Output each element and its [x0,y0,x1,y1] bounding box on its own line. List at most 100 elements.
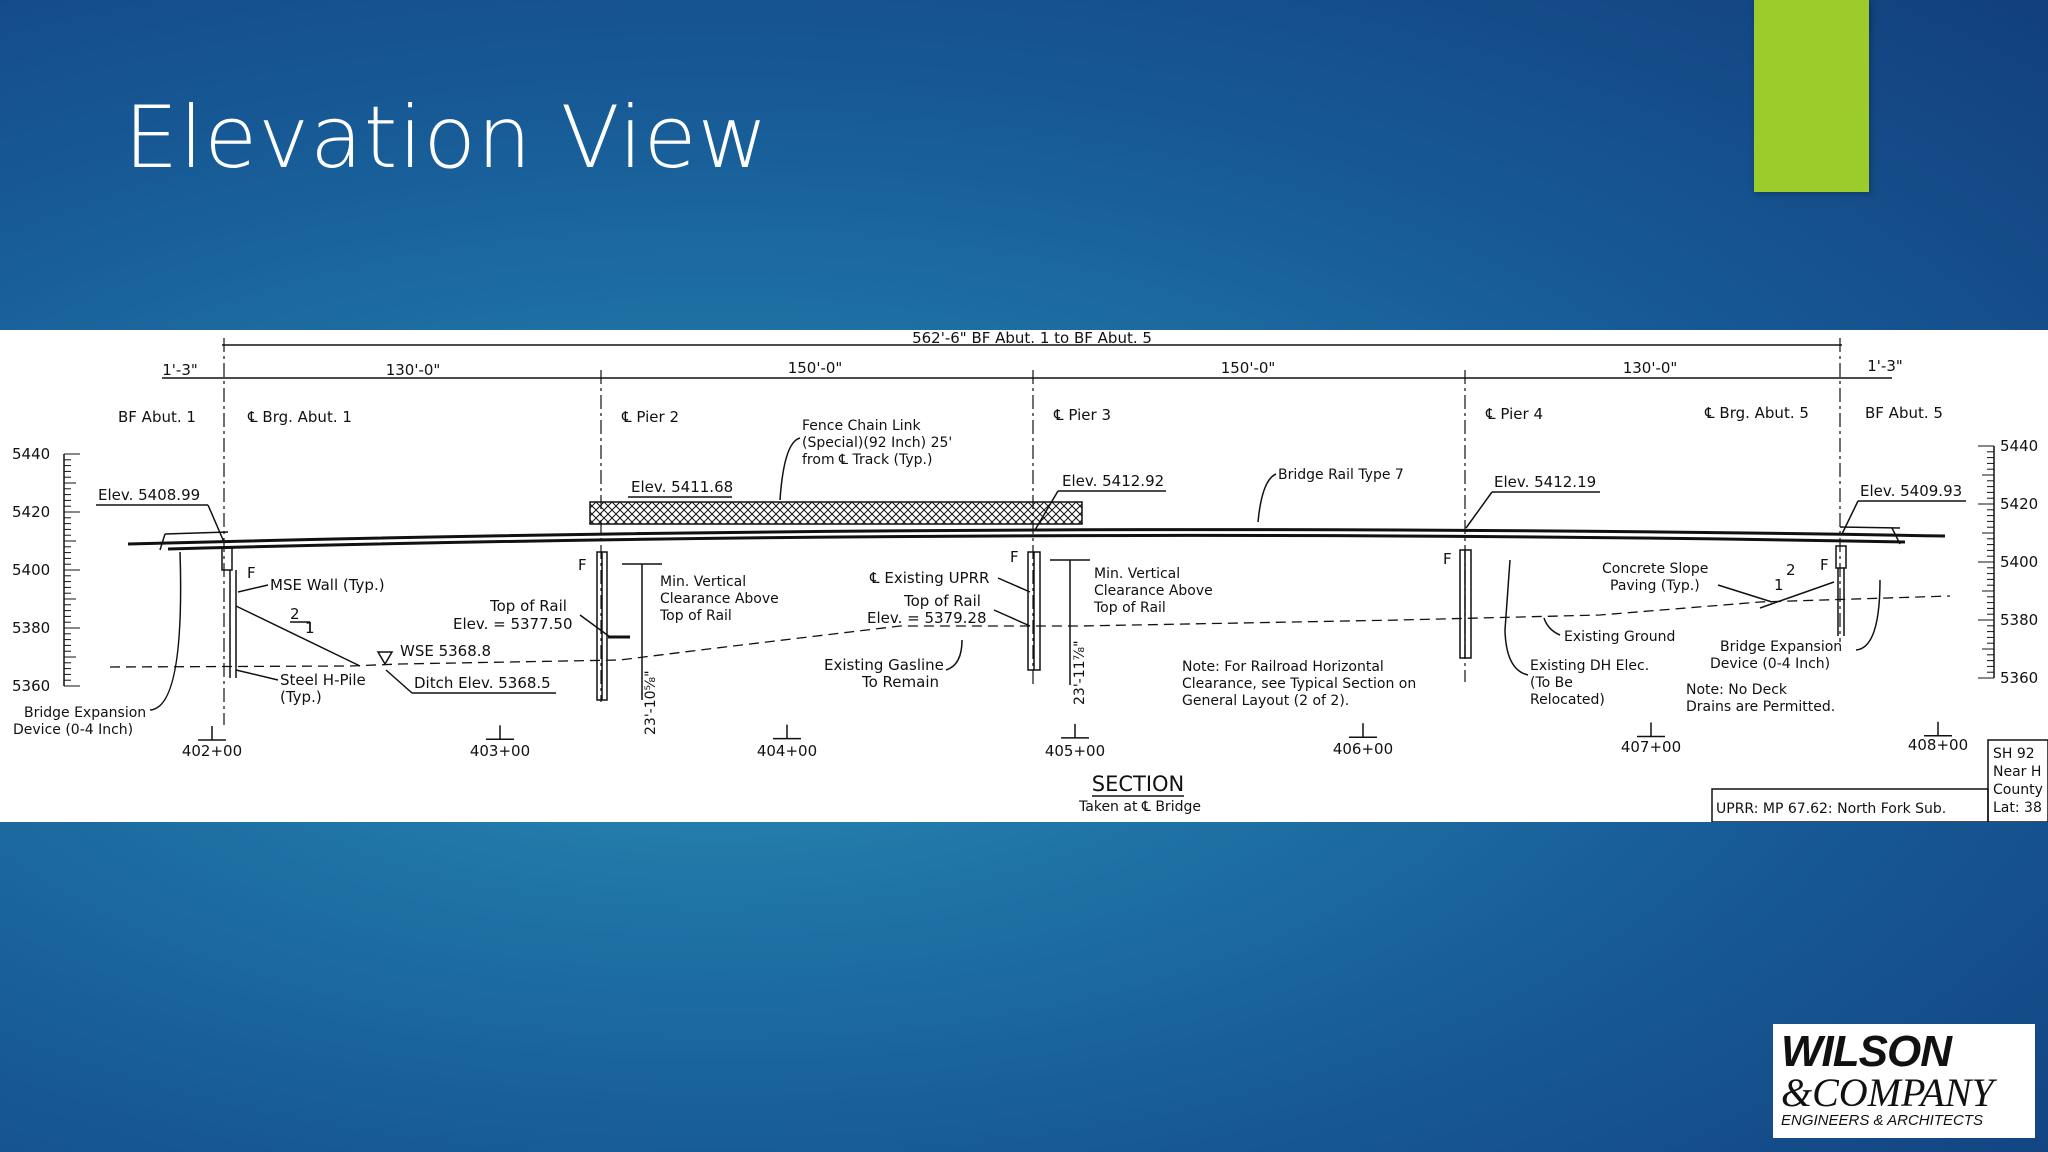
elevation-drawing-svg: 562'-6" BF Abut. 1 to BF Abut. 5 1'-3" 1… [12,330,2048,822]
uprr-label: ℄ Existing UPRR [869,569,989,587]
scale-right-5360: 5360 [2000,669,2038,687]
tor2-a: Top of Rail [903,592,981,610]
slope-v-left: 2 [290,605,300,623]
steel-b: (Typ.) [280,688,322,706]
rr-note-1: Note: For Railroad Horizontal [1182,659,1384,675]
minvc2-c: Top of Rail [1093,600,1166,616]
dh-leader [1504,559,1529,676]
wse-label: WSE 5368.8 [400,642,491,660]
station-402: 402+00 [182,742,242,760]
csp-b: Paving (Typ.) [1610,578,1700,594]
f-mark-3: F [1010,548,1019,566]
scale-left-5360: 5360 [12,677,50,695]
minvc1-a: Min. Vertical [660,574,746,590]
section-subtitle: Taken at ℄ Bridge [1078,799,1201,815]
station-404: 404+00 [757,742,817,760]
accent-bar [1754,0,1869,192]
bed-l-b: Device (0-4 Inch) [13,722,133,738]
nodeck-a: Note: No Deck [1686,682,1788,698]
section-title: SECTION [1092,772,1185,796]
label-bf-abut5: BF Abut. 5 [1865,404,1943,422]
elev-pier2: Elev. 5411.68 [631,478,733,496]
f-mark-5: F [1820,556,1829,574]
logo-line-1: WILSON [1781,1027,1952,1076]
abut1-cap [221,547,233,571]
dh-b: (To Be [1530,675,1573,691]
f-mark-4: F [1443,550,1452,568]
fence-note-2: (Special)(92 Inch) 25' [802,435,952,451]
minvc2-b: Clearance Above [1094,583,1213,599]
dh-c: Relocated) [1530,692,1605,708]
elev-abut1: Elev. 5408.99 [98,486,200,504]
abut5-cap [1835,545,1847,569]
dim-span1: 130'-0" [386,361,441,379]
title-block-1: SH 92 [1993,746,2035,762]
slide-title: Elevation View [124,88,769,188]
bridge-deck-top [127,528,1946,546]
tor2-b: Elev. = 5379.28 [867,609,987,627]
overall-dim-text: 562'-6" BF Abut. 1 to BF Abut. 5 [912,330,1152,347]
ditch-label: Ditch Elev. 5368.5 [414,674,551,692]
scale-right-5440: 5440 [2000,437,2038,455]
tor1-b: Elev. = 5377.50 [453,615,573,633]
dim-span3: 150'-0" [1221,359,1276,377]
title-block-2: Near H [1993,764,2041,780]
label-brg-abut1: ℄ Brg. Abut. 1 [247,408,352,426]
scale-left-5400: 5400 [12,561,50,579]
title-block-3: County [1993,782,2043,798]
fence-note-3: from ℄ Track (Typ.) [802,452,932,468]
company-logo: WILSON &COMPANY ENGINEERS & ARCHITECTS [1773,1024,2035,1138]
f-mark-1: F [247,564,256,582]
bed-r-a: Bridge Expansion [1720,639,1842,655]
logo-line-2: &COMPANY [1781,1070,1994,1115]
scale-right-5420: 5420 [2000,495,2038,513]
existing-ground-line [109,595,1951,668]
wse-symbol [376,651,394,666]
elev-abut5: Elev. 5409.93 [1860,482,1962,500]
bed-l-a: Bridge Expansion [24,705,146,721]
gas-a: Existing Gasline [824,656,944,674]
logo-line-3: ENGINEERS & ARCHITECTS [1781,1112,1983,1129]
label-pier2: ℄ Pier 2 [621,408,679,426]
minvc2-a: Min. Vertical [1094,566,1180,582]
scale-right-5380: 5380 [2000,611,2038,629]
gas-b: To Remain [861,673,939,691]
minvc1-c: Top of Rail [659,608,732,624]
label-pier4: ℄ Pier 4 [1485,405,1543,423]
label-pier3: ℄ Pier 3 [1053,406,1111,424]
nodeck-b: Drains are Permitted. [1686,699,1835,715]
rail-type-label: Bridge Rail Type 7 [1278,467,1404,483]
mse-label: MSE Wall (Typ.) [270,576,385,594]
fence-hatch [589,501,1083,525]
elevation-scale-left [63,453,80,687]
station-407: 407+00 [1621,738,1681,756]
label-brg-abut5: ℄ Brg. Abut. 5 [1704,404,1809,422]
scale-right-5400: 5400 [2000,553,2038,571]
dim-end-right: 1'-3" [1867,357,1903,375]
dim-end-left: 1'-3" [162,361,198,379]
dim-span2: 150'-0" [788,359,843,377]
title-block [1987,739,2048,822]
bed-r-b: Device (0-4 Inch) [1710,656,1830,672]
tor1-a: Top of Rail [489,597,567,615]
f-mark-2: F [578,556,587,574]
bridge-deck-bottom [167,533,1906,551]
station-406: 406+00 [1333,740,1393,758]
fence-note-1: Fence Chain Link [802,418,922,434]
title-block-4: Lat: 38 [1993,800,2042,816]
mse-slope [235,605,361,667]
csp-a: Concrete Slope [1602,561,1708,577]
dh-a: Existing DH Elec. [1530,658,1649,674]
slope-v-right: 2 [1786,561,1796,579]
scale-left-5380: 5380 [12,619,50,637]
fence-leader [779,437,801,501]
elev-pier3: Elev. 5412.92 [1062,472,1164,490]
elevation-scale-right [1978,445,1995,679]
slope-paving [1759,581,1835,609]
elevation-drawing: 562'-6" BF Abut. 1 to BF Abut. 5 1'-3" 1… [0,330,2048,822]
slope-h-right: 1 [1774,576,1784,594]
rail-leader [1257,473,1277,523]
uprr-mp-text: UPRR: MP 67.62: North Fork Sub. [1716,801,1946,817]
station-403: 403+00 [470,742,530,760]
scale-left-5440: 5440 [12,445,50,463]
